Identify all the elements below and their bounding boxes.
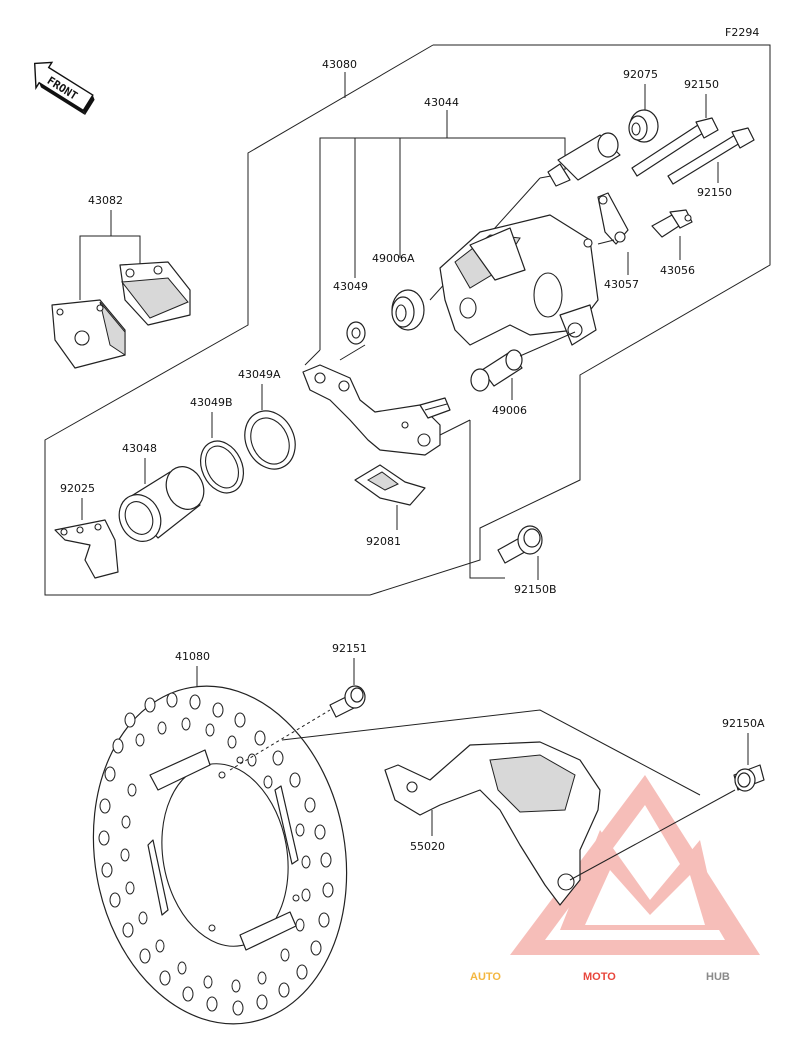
caliper-bracket <box>302 364 451 456</box>
label-43049: 43049 <box>333 280 368 293</box>
caliper-holder-55020 <box>384 741 601 906</box>
label-49006: 49006 <box>492 404 527 417</box>
boot-92075 <box>628 109 659 143</box>
spring-92081 <box>354 464 426 506</box>
pin-49006 <box>470 349 523 392</box>
label-92081: 92081 <box>366 535 401 548</box>
label-41080: 41080 <box>175 650 210 663</box>
label-92150B: 92150B <box>514 583 557 596</box>
label-43082: 43082 <box>88 194 123 207</box>
watermark-text: AUTO MOTO HUB <box>470 971 730 983</box>
brake-disc-41080 <box>92 685 348 1025</box>
label-43048: 43048 <box>122 442 157 455</box>
link-43057 <box>597 192 629 245</box>
piston-43048 <box>118 466 205 542</box>
bolt-92150A <box>733 764 765 792</box>
caliper-body <box>439 214 599 346</box>
label-55020: 55020 <box>410 840 445 853</box>
bolt-92150B <box>497 525 543 564</box>
label-92150-bottom: 92150 <box>697 186 732 199</box>
watermark-auto: AUTO <box>470 971 501 983</box>
bushing-49006A <box>391 289 425 331</box>
label-43057: 43057 <box>604 278 639 291</box>
sleeve-top <box>547 132 621 187</box>
figure-code: F2294 <box>725 26 759 39</box>
watermark-hub: HUB <box>706 971 730 983</box>
assembly-outline-43080 <box>44 44 771 596</box>
label-43049B: 43049B <box>190 396 233 409</box>
label-92150-top: 92150 <box>684 78 719 91</box>
seal-43049B <box>199 440 245 494</box>
brake-pad-front <box>51 299 126 369</box>
pin-92150-top <box>631 117 719 177</box>
label-43044: 43044 <box>424 96 459 109</box>
label-49006A: 49006A <box>372 252 415 265</box>
label-92075: 92075 <box>623 68 658 81</box>
outline-55020 <box>281 709 701 796</box>
watermark-moto: MOTO <box>583 971 616 983</box>
washer-43049 <box>346 321 366 345</box>
pin-92150-bottom <box>667 127 755 185</box>
watermark-logo <box>510 775 760 955</box>
seal-43049A <box>244 410 296 470</box>
brake-pad-rear <box>119 261 191 326</box>
label-43056: 43056 <box>660 264 695 277</box>
label-92025: 92025 <box>60 482 95 495</box>
bleeder-43056 <box>651 209 693 238</box>
label-92151: 92151 <box>332 642 367 655</box>
bolt-92151 <box>329 685 366 718</box>
clip-92025 <box>54 519 119 579</box>
label-43080: 43080 <box>322 58 357 71</box>
label-43049A: 43049A <box>238 368 281 381</box>
label-92150A: 92150A <box>722 717 765 730</box>
bracket-43044 <box>319 137 566 350</box>
front-arrow-icon: FRONT <box>33 61 95 115</box>
